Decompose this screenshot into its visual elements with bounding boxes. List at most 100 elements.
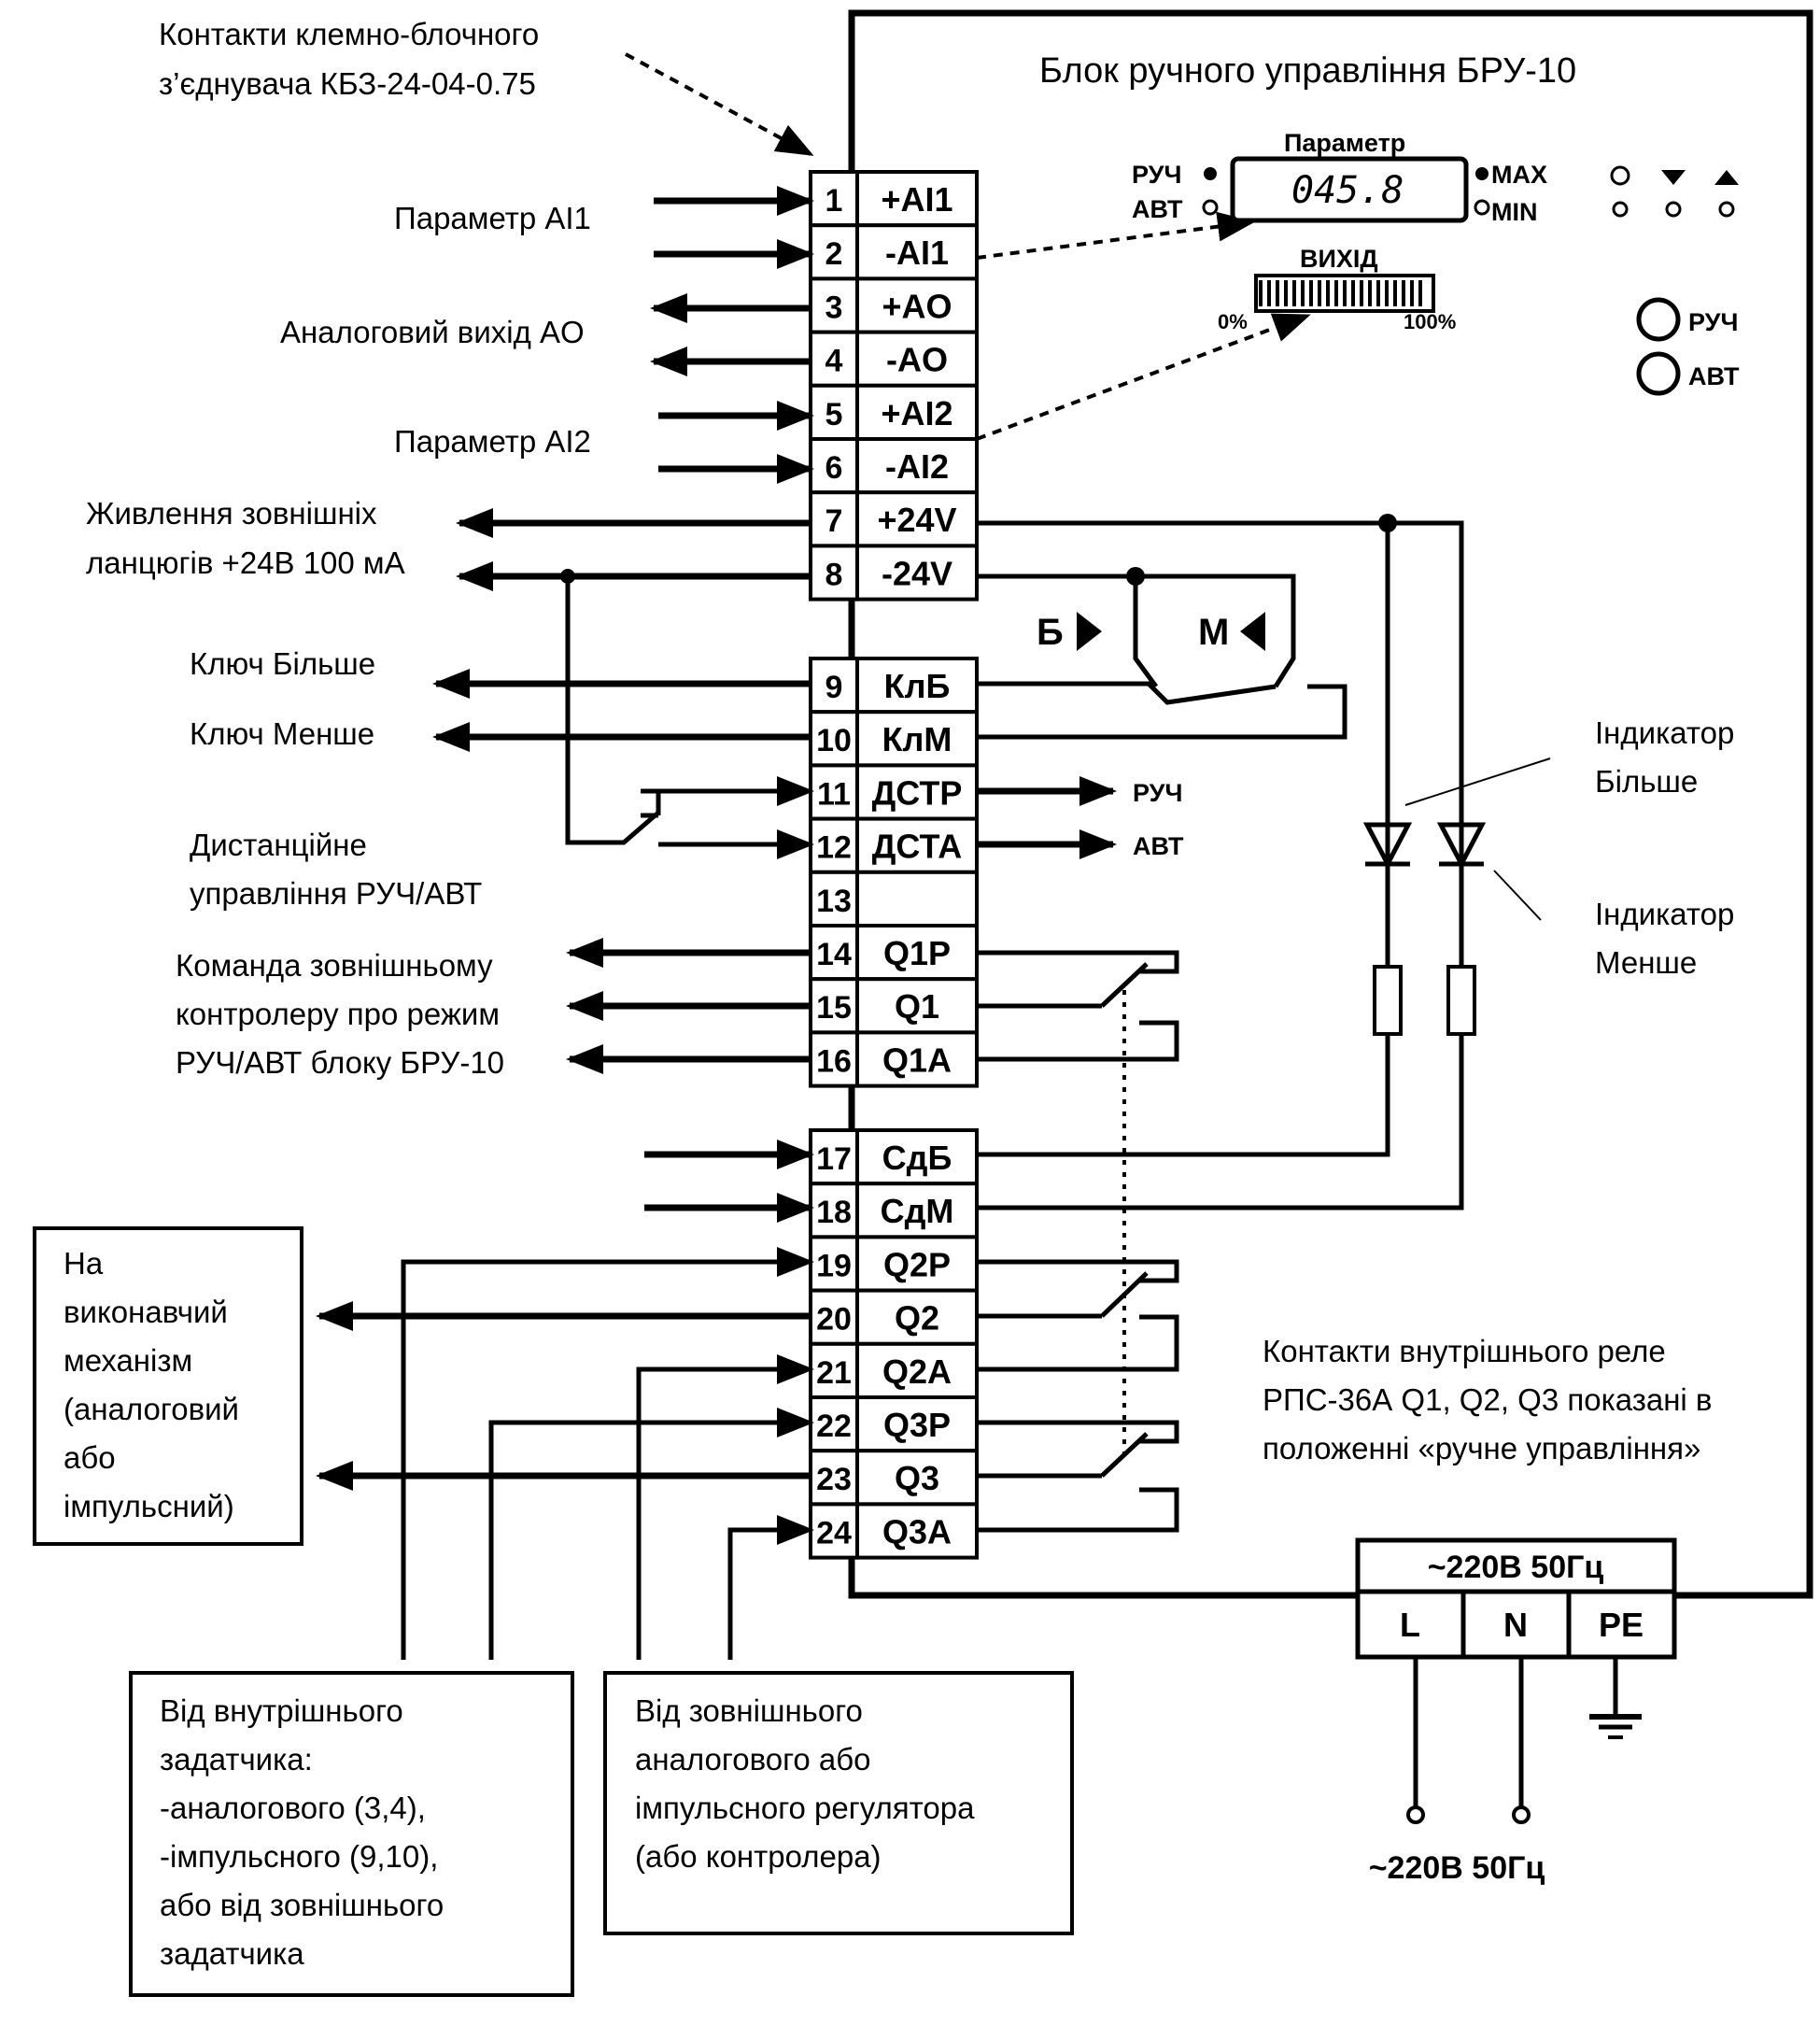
terminal-label: ДСТР: [872, 773, 963, 812]
power-l: L: [1400, 1606, 1420, 1644]
terminal-19: 19 Q2P: [809, 1235, 979, 1293]
output-bar-ticks: [1259, 280, 1422, 306]
terminal-number: 17: [816, 1141, 852, 1177]
relay-note-line2: РПС-36А Q1, Q2, Q3 показані в: [1263, 1382, 1712, 1417]
terminal-label: Q2P: [883, 1245, 951, 1283]
led-min-label: MIN: [1491, 198, 1538, 226]
power-bottom-label: ~220В 50Гц: [1369, 1850, 1545, 1886]
terminal-label: КлБ: [884, 667, 951, 705]
terminal-number: 16: [816, 1043, 852, 1079]
box-actuator: [33, 1226, 303, 1546]
terminal-4: 4-AO: [809, 330, 979, 388]
junction-24v: [1378, 514, 1397, 532]
relay-note-line3: положенні «ручне управління»: [1263, 1431, 1700, 1466]
terminal-number: 9: [825, 670, 843, 705]
button-ruch[interactable]: [1636, 297, 1681, 342]
label-param-ai2: Параметр AI2: [394, 424, 591, 459]
terminal-number: 15: [816, 990, 852, 1026]
output-title: ВИХІД: [1300, 245, 1378, 273]
terminal-16: 16 Q1A: [809, 1030, 979, 1088]
param-display-value: 045.8: [1291, 169, 1404, 212]
box-line: імпульсний): [63, 1489, 234, 1523]
terminal-label: +AI2: [881, 394, 952, 432]
label-power-line2: ланцюгів +24В 100 мА: [86, 545, 405, 580]
label-remote-line1: Дистанційне: [190, 828, 367, 862]
indicator-more-line1: Індикатор: [1595, 715, 1734, 750]
box-line: аналогового або: [635, 1742, 871, 1777]
terminal-number: 11: [817, 776, 851, 812]
wire-24v-minus-b: [1136, 573, 1296, 644]
box-line: задатчика:: [160, 1742, 313, 1777]
label-analog-out: Аналоговий вихід AO: [280, 315, 585, 349]
button-avt-label: АВТ: [1688, 362, 1740, 390]
led-max-label: MAX: [1491, 161, 1547, 189]
box-line: або від зовнішнього: [160, 1888, 444, 1922]
terminal-l-icon: [1406, 1805, 1425, 1824]
wire-22: [488, 1408, 814, 1660]
label-command-line3: РУЧ/АВТ блоку БРУ-10: [176, 1045, 504, 1080]
terminal-number: 23: [816, 1462, 852, 1497]
terminal-1: 1+AI1: [809, 170, 979, 228]
terminal-5: 5+AI2: [809, 383, 979, 441]
pct-100: 100%: [1404, 310, 1456, 333]
indicator-less-line2: Менше: [1595, 945, 1697, 980]
terminal-label: СдБ: [882, 1139, 952, 1177]
key-circle-icon[interactable]: [1610, 165, 1630, 186]
label-power-line1: Живлення зовнішніх: [86, 496, 377, 531]
unit-title: Блок ручного управління БРУ-10: [1039, 51, 1576, 91]
button-ruch-label: РУЧ: [1688, 308, 1738, 336]
remote-switch: [565, 576, 660, 845]
terminal-label: СдМ: [881, 1192, 954, 1230]
terminal-number: 24: [816, 1515, 852, 1550]
key-up-icon[interactable]: [1714, 170, 1739, 185]
box-line: механізм: [63, 1343, 192, 1378]
key-switch-m: [977, 684, 1347, 740]
terminal-number: 6: [825, 450, 843, 486]
box-line: (аналоговий: [63, 1392, 239, 1426]
label-key-more: Ключ Більше: [190, 646, 375, 681]
wire-19: [401, 1247, 814, 1660]
terminal-n-icon: [1512, 1805, 1531, 1824]
connector-note-line1: Контакти клемно-блочного: [159, 17, 539, 51]
terminal-3: 3+AO: [809, 276, 979, 334]
terminal-number: 4: [825, 344, 843, 379]
key-down-icon[interactable]: [1661, 170, 1686, 185]
power-pe: PE: [1599, 1606, 1644, 1644]
terminal-label: КлМ: [882, 720, 952, 758]
button-avt[interactable]: [1636, 351, 1681, 396]
relay-q1: [977, 950, 1179, 1062]
wire-21: [636, 1354, 814, 1660]
connector-pointer: [625, 52, 814, 156]
key-b-pivot: [1133, 644, 1159, 688]
terminal-number: 19: [816, 1248, 852, 1283]
label-key-less: Ключ Менше: [190, 716, 374, 751]
pointer-ai2-output: [976, 313, 1311, 441]
box-line: виконавчий: [63, 1295, 228, 1329]
led-min: [1474, 199, 1490, 216]
terminal-label: Q3A: [882, 1512, 952, 1550]
label-param-ai1: Параметр AI1: [394, 201, 591, 235]
label-command-line1: Команда зовнішньому: [176, 948, 493, 983]
terminal-label: Q1P: [883, 934, 951, 972]
terminal-number: 21: [816, 1355, 852, 1391]
terminal-label: ДСТА: [872, 828, 962, 866]
terminal-label: +24V: [877, 501, 956, 539]
box-external-regulator: [603, 1671, 1074, 1935]
pointer-ai1-display: [976, 211, 1255, 260]
terminal-label: Q2A: [882, 1352, 952, 1391]
box-line: -імпульсного (9,10),: [160, 1839, 438, 1874]
terminal-label: Q1A: [882, 1041, 952, 1079]
box-actuator-text: Навиконавчиймеханізм(аналоговийабоімпуль…: [63, 1246, 239, 1523]
terminal-number: 13: [816, 884, 852, 919]
relay-q2: [977, 1259, 1179, 1372]
